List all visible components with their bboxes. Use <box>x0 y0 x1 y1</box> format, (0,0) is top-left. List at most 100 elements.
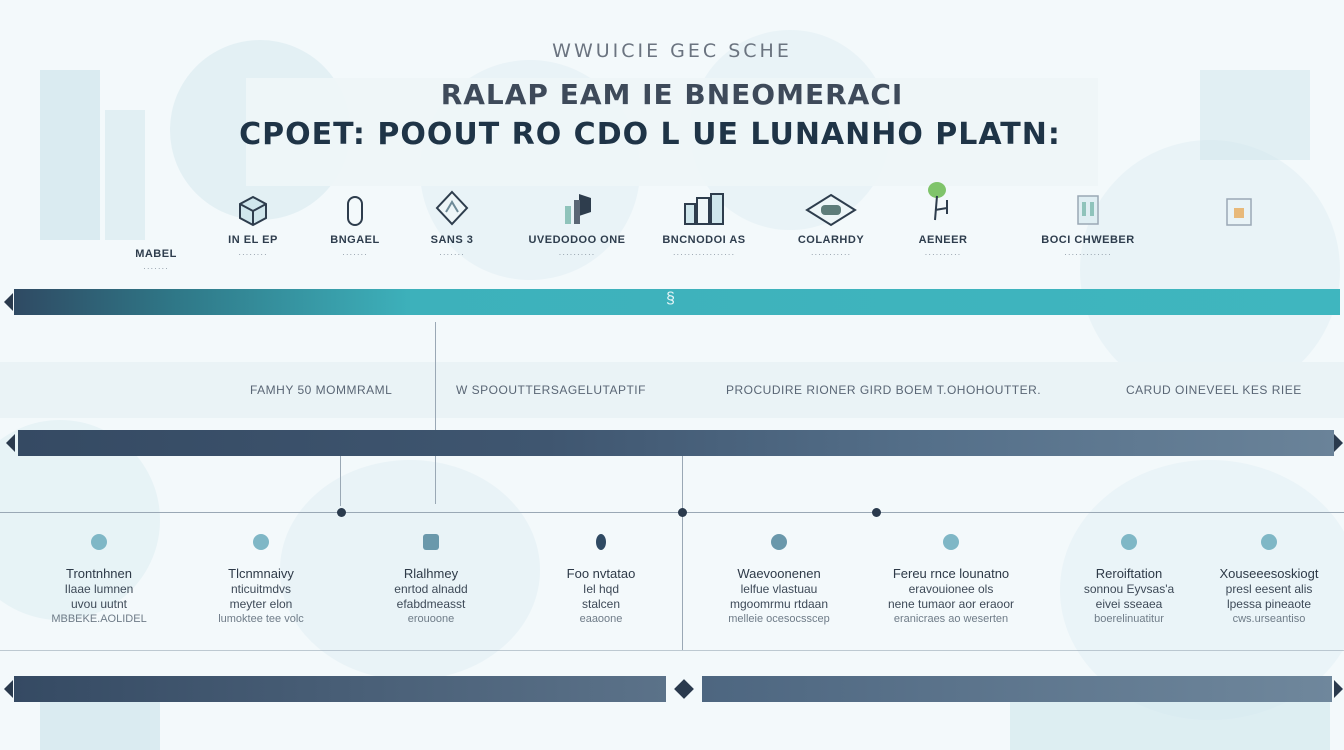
jar-icon <box>1077 195 1099 225</box>
step-note: cws.urseantiso <box>1232 613 1306 625</box>
step-line: uvou uutnt <box>70 597 128 611</box>
step-note: melleie ocesocsscep <box>728 613 830 625</box>
step-dot <box>771 534 787 550</box>
icon-item: IN EL EP ········ <box>183 194 323 259</box>
phase-label: PROCUDIRE RIONER GIRD BOEM T.OHOHOUTTER. <box>726 383 1042 397</box>
icon-sublabel: ·········· <box>558 250 596 259</box>
step-line: Tlcnmnaivy <box>228 566 294 581</box>
blocks-icon <box>684 193 724 225</box>
icon-sublabel: ······· <box>143 264 169 273</box>
step-line: sonnou Eyvsas'a <box>1083 582 1175 596</box>
step-dot <box>943 534 959 550</box>
timeline-dot <box>337 508 346 517</box>
step-line: Iel hqd <box>582 582 620 596</box>
step-line: eravouionee ols <box>908 582 994 596</box>
icon-item: BNCNODOI AS ················· <box>634 190 774 259</box>
icon-sublabel: ················· <box>672 250 736 259</box>
icon-label: AENEER <box>918 234 968 246</box>
timeline-baseline <box>0 650 1344 651</box>
plant-icon <box>928 182 948 221</box>
icon-label: SANS 3 <box>430 234 474 246</box>
icon-sublabel: ········ <box>238 250 268 259</box>
bar-arrow-right-icon <box>1334 680 1343 698</box>
icon-sublabel: ·········· <box>924 250 962 259</box>
phase-label: W SPOOUTTERSAGELUTAPTIF <box>456 383 646 397</box>
step-item: Fereu rnce lounatno eravouionee ols nene… <box>876 534 1026 627</box>
step-item: Tlcnmnaivy nticuitmdvs meyter elon lumok… <box>186 534 336 627</box>
icon-item: SANS 3 ······· <box>382 190 522 259</box>
icon-sublabel: ··········· <box>810 250 852 259</box>
step-dot <box>423 534 439 550</box>
step-line: Fereu rnce lounatno <box>892 566 1010 581</box>
step-note: eaaoone <box>579 613 623 625</box>
blank-icon <box>139 208 173 242</box>
step-note: lumoktee tee volc <box>218 613 304 625</box>
icon-label: IN EL EP <box>228 234 278 246</box>
icon-label: BNCNODOI AS <box>662 234 746 246</box>
icon-label: MABEL <box>135 248 177 260</box>
icon-row: MABEL ······· IN EL EP ········ BNGAEL ·… <box>0 182 1344 273</box>
icon-item: COLARHDY ··········· <box>761 192 901 259</box>
step-item: Foo nvtatao Iel hqd stalcen eaaoone <box>526 534 676 627</box>
icon-item: AENEER ·········· <box>873 180 1013 259</box>
diamond-box-icon <box>435 190 469 226</box>
timeline-divider <box>682 456 683 650</box>
step-line: Foo nvtatao <box>566 566 636 581</box>
icon-item: BOCI CHWEBER ············· <box>1018 190 1158 259</box>
timeline-bar-top <box>14 289 1340 315</box>
step-note: MBBEKE.AOLIDEL <box>51 613 147 625</box>
timeline-axis <box>0 512 1344 513</box>
timeline-dot <box>678 508 687 517</box>
timeline-dot <box>872 508 881 517</box>
icon-item: UVEDODOO ONE ·········· <box>507 190 647 259</box>
step-item: Xouseeesoskiogt presl eesent alis lpessa… <box>1194 534 1344 627</box>
phase-label: CARUD OINEVEEL KES RIEE <box>1126 383 1302 397</box>
step-note: erouoone <box>407 613 455 625</box>
step-dot <box>1261 534 1277 550</box>
step-line: lelfue vlastuau <box>740 582 818 596</box>
step-line: meyter elon <box>229 597 293 611</box>
phase-label: FAMHY 50 MOMMRAML <box>250 383 393 397</box>
step-line: lpessa pineaote <box>1226 597 1312 611</box>
timeline-bar-bottom-left <box>14 676 666 702</box>
step-line: Waevoonenen <box>737 566 821 581</box>
cube-icon <box>239 195 267 227</box>
page-title: RALAP EAM IE BNEOMERACI <box>440 78 904 111</box>
step-dot <box>91 534 107 550</box>
step-line: Ilaae lumnen <box>64 582 134 596</box>
step-line: nene tumaor aor eraoor <box>887 597 1015 611</box>
step-item: Reroiftation sonnou Eyvsas'a eivei sseae… <box>1054 534 1204 627</box>
step-dot <box>1121 534 1137 550</box>
connector-line <box>435 322 436 504</box>
step-line: stalcen <box>581 597 621 611</box>
step-line: mgoomrmu rtdaan <box>729 597 829 611</box>
timeline-bar-middle <box>18 430 1334 456</box>
capsule-icon <box>347 196 363 226</box>
phase-band <box>0 362 1344 418</box>
step-line: Trontnhnen <box>65 566 132 581</box>
step-line: Xouseeesoskiogt <box>1219 566 1319 581</box>
step-note: eranicraes ao weserten <box>893 613 1009 625</box>
step-line: Rlalhmey <box>403 566 459 581</box>
marker-icon: § <box>666 290 675 307</box>
clipboard-icon <box>1222 194 1256 233</box>
connector-line <box>340 456 341 506</box>
step-dot <box>596 534 606 550</box>
icon-label: BOCI CHWEBER <box>1041 234 1135 246</box>
step-dot <box>253 534 269 550</box>
bottle-icon <box>565 194 591 224</box>
bar-arrow-left-icon <box>4 680 13 698</box>
tablet-icon <box>805 193 857 227</box>
icon-item: BNGAEL ······· <box>285 194 425 259</box>
title-backdrop <box>246 78 1098 186</box>
icon-sublabel: ······· <box>342 250 368 259</box>
bar-arrow-left-icon <box>4 293 13 311</box>
icon-label: BNGAEL <box>330 234 380 246</box>
timeline-bar-bottom-right <box>702 676 1332 702</box>
icon-label: COLARHDY <box>797 234 865 246</box>
bar-arrow-left-icon <box>6 434 15 452</box>
step-line: nticuitmdvs <box>230 582 292 596</box>
step-line: eivei sseaea <box>1095 597 1163 611</box>
step-line: enrtod alnadd <box>394 582 468 596</box>
step-note: boerelinuatitur <box>1094 613 1164 625</box>
